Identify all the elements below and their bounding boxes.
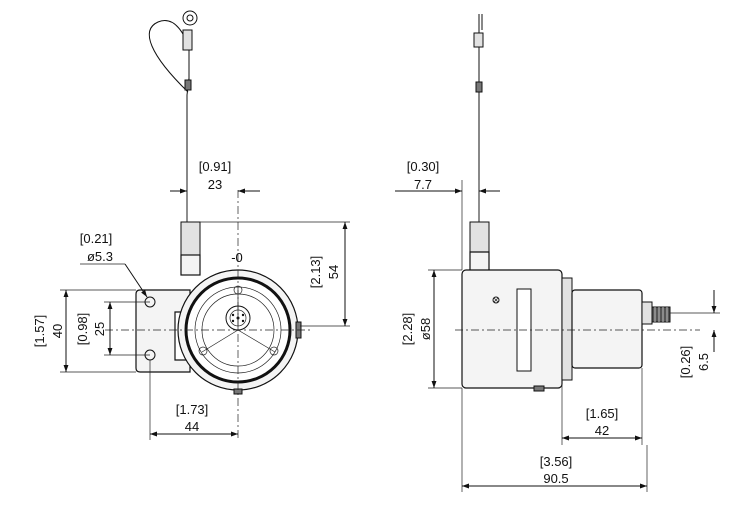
m12-connector bbox=[641, 301, 671, 325]
side-view: [0.30] 7.7 [2.28] ø58 [0.26] 6.5 [1.65] … bbox=[395, 14, 720, 492]
cable-gland bbox=[180, 221, 201, 256]
front-view: [0.91] 23 -0 [2.13] 54 [0.21] ø5.3 [1.57… bbox=[32, 10, 350, 440]
dim-spacing-mm: 25 bbox=[92, 322, 107, 336]
dim-side-cable-mm: 7.7 bbox=[414, 177, 432, 192]
dim-shaft-mm: 42 bbox=[595, 423, 609, 438]
dim-diameter-mm: ø58 bbox=[418, 318, 433, 340]
dim-cable-offset-mm: 23 bbox=[208, 177, 222, 192]
dim-side-cable-inch: [0.30] bbox=[407, 159, 440, 174]
dim-height-inch: [2.13] bbox=[308, 256, 323, 289]
housing-front bbox=[177, 269, 302, 395]
dim-height-mm: 54 bbox=[326, 265, 341, 279]
dim-shaft-inch: [1.65] bbox=[586, 406, 619, 421]
dim-overall-mm: 90.5 bbox=[543, 471, 568, 486]
dim-diameter-inch: [2.28] bbox=[400, 313, 415, 346]
dim-connector-inch: [0.26] bbox=[678, 346, 693, 379]
housing-side bbox=[461, 269, 563, 389]
dim-cable-offset-inch: [0.91] bbox=[199, 159, 232, 174]
dim-flange-mm: 40 bbox=[50, 324, 65, 338]
cable-ring-terminal bbox=[148, 10, 198, 232]
dim-flange-inch: [1.57] bbox=[32, 315, 47, 348]
dim-center-mm: 44 bbox=[185, 419, 199, 434]
dim-overall-inch: [3.56] bbox=[540, 454, 573, 469]
zero-mark: -0 bbox=[231, 250, 243, 265]
side-cable-gland bbox=[469, 221, 490, 253]
shaft-housing bbox=[571, 289, 643, 369]
dim-connector-mm: 6.5 bbox=[696, 353, 711, 371]
mount-flange bbox=[135, 289, 191, 373]
dim-hole-mm: ø5.3 bbox=[87, 249, 113, 264]
dim-spacing-inch: [0.98] bbox=[75, 313, 90, 346]
dim-center-inch: [1.73] bbox=[176, 402, 209, 417]
dim-hole-inch: [0.21] bbox=[80, 231, 113, 246]
side-cable bbox=[473, 14, 484, 225]
